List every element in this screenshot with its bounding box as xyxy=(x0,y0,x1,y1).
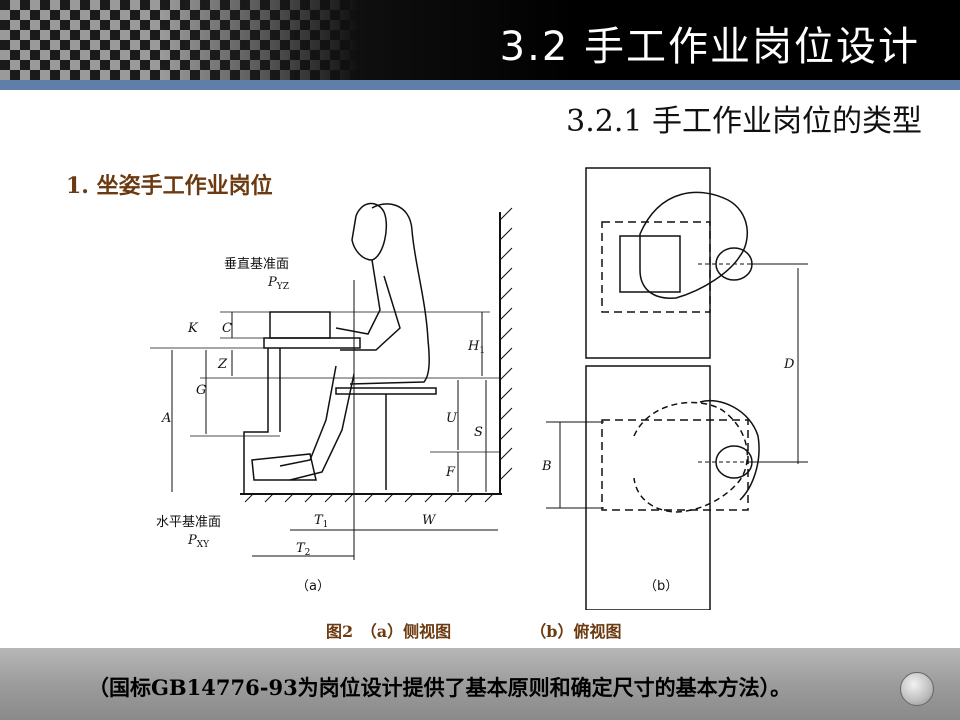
dim-T2: T2 xyxy=(296,541,310,558)
floor-hatch xyxy=(244,493,494,503)
dim-T1: T1 xyxy=(314,513,328,530)
dim-A: A xyxy=(161,411,171,426)
horizontal-plane-label: 水平基准面 xyxy=(156,515,221,530)
horizontal-plane-symbol: PXY xyxy=(187,533,210,550)
seat xyxy=(335,387,437,490)
next-slide-icon[interactable] xyxy=(900,672,934,706)
label-b: （b） xyxy=(644,579,678,594)
dim-F: F xyxy=(445,465,456,480)
vertical-plane-symbol: PYZ xyxy=(267,275,289,292)
dim-W: W xyxy=(422,513,437,528)
footer-bar xyxy=(0,648,960,720)
wall-hatch xyxy=(499,207,513,481)
seated-person xyxy=(251,202,430,481)
workstation-figure: 垂直基准面 PYZ 水平基准面 PXY K C Z G A H1 U S F T… xyxy=(150,167,808,610)
dim-U: U xyxy=(446,411,458,426)
top-view-lower xyxy=(585,365,760,610)
header-bar: 3.2 手工作业岗位设计 xyxy=(0,0,960,80)
figure-caption: 图2 （a）侧视图 （b）俯视图 xyxy=(326,618,623,642)
checker-pattern xyxy=(0,0,360,80)
dim-H1: H1 xyxy=(467,339,485,356)
slide-subtitle: 3.2.1 手工作业岗位的类型 xyxy=(566,104,922,139)
dim-D: D xyxy=(783,357,795,372)
footer-note: （国标GB14776-93为岗位设计提供了基本原则和确定尺寸的基本方法）。 xyxy=(88,675,792,700)
reference-lines xyxy=(150,311,500,453)
caption-fig-number: 图2 xyxy=(326,622,354,641)
caption-top-view: （b）俯视图 xyxy=(530,622,622,641)
dim-G: G xyxy=(196,383,206,398)
vertical-plane-label: 垂直基准面 xyxy=(224,257,289,272)
dim-S: S xyxy=(474,425,483,440)
caption-side-view: （a）侧视图 xyxy=(360,622,452,641)
accent-stripe xyxy=(0,80,960,90)
dim-B: B xyxy=(541,459,552,474)
label-a: （a） xyxy=(296,579,330,594)
section-heading: 1. 坐姿手工作业岗位 xyxy=(66,173,273,199)
top-view-upper xyxy=(585,167,753,359)
dim-K: K xyxy=(187,321,199,336)
dim-C: C xyxy=(222,321,232,336)
top-view-dims xyxy=(546,263,808,509)
slide-title: 3.2 手工作业岗位设计 xyxy=(499,24,920,70)
desk xyxy=(243,311,361,494)
dim-Z: Z xyxy=(217,357,228,372)
dimension-lines xyxy=(171,312,498,557)
